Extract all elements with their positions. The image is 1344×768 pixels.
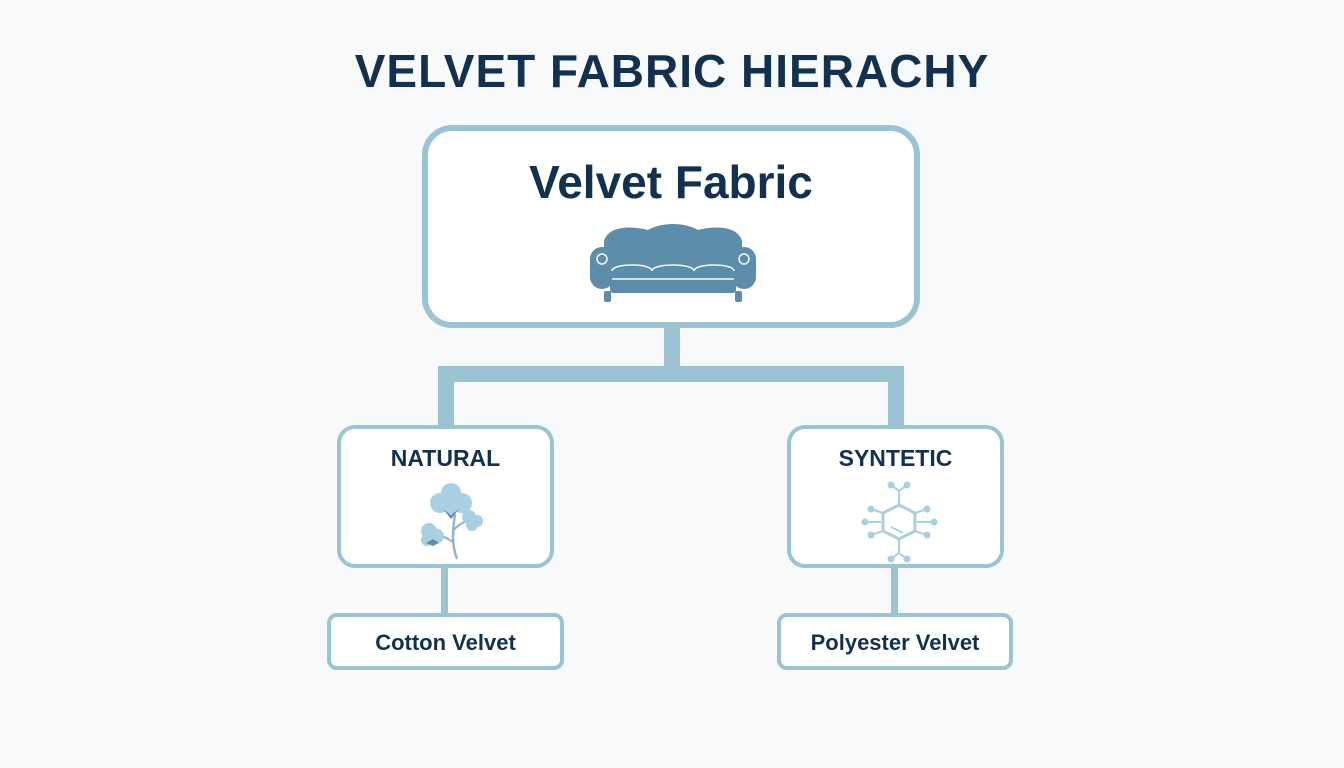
diagram-title: VELVET FABRIC HIERACHY [354, 45, 990, 97]
synthetic-drop-connector [888, 366, 904, 428]
molecule-icon [861, 481, 938, 563]
root-node: Velvet Fabric [422, 125, 920, 328]
natural-leaf-connector [441, 566, 448, 616]
cotton-plant-icon [421, 483, 483, 560]
natural-drop-connector [438, 366, 454, 428]
leaf-node-cotton-velvet: Cotton Velvet [327, 613, 564, 670]
leaf-label-polyester-velvet: Polyester Velvet [810, 630, 980, 655]
horizontal-connector [438, 366, 904, 382]
category-node-natural: NATURAL [337, 425, 554, 568]
root-stem-connector [664, 326, 680, 368]
category-node-synthetic: SYNTETIC [787, 425, 1004, 568]
category-label-synthetic: SYNTETIC [838, 445, 953, 471]
category-label-natural: NATURAL [390, 445, 501, 471]
sofa-icon [590, 224, 756, 302]
leaf-label-cotton-velvet: Cotton Velvet [375, 630, 516, 655]
synthetic-leaf-connector [891, 566, 898, 616]
leaf-node-polyester-velvet: Polyester Velvet [777, 613, 1013, 670]
root-node-label: Velvet Fabric [529, 156, 813, 208]
